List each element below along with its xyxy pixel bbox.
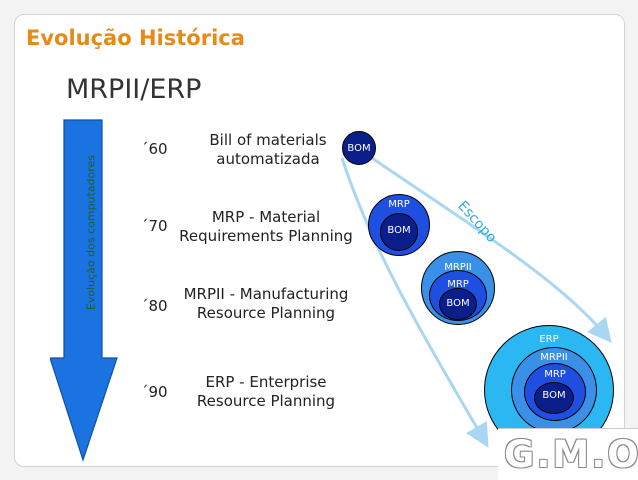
bom-circle-2	[380, 213, 418, 251]
era-80: ´80	[141, 297, 168, 315]
bom-circle-4	[534, 382, 574, 414]
erp-label-4: ERP	[539, 334, 559, 345]
mrpii-label-3: MRPII	[444, 262, 472, 273]
timeline-desc-60-line1: Bill of materials	[209, 131, 327, 149]
timeline-desc-80: MRPII - Manufacturing Resource Planning	[170, 285, 362, 323]
bom-label-3: BOM	[446, 298, 470, 309]
logo-text: G.M.O.	[504, 433, 638, 476]
timeline-desc-90-line2: Resource Planning	[196, 392, 336, 410]
timeline-desc-70-line2: Requirements Planning	[179, 227, 353, 245]
era-70: ´70	[141, 217, 168, 235]
timeline-desc-70-line1: MRP - Material	[211, 208, 321, 226]
down-arrow-icon	[50, 119, 118, 462]
slide-title: Evolução Histórica	[26, 26, 245, 50]
mrp-label-3: MRP	[447, 279, 469, 290]
scope-curve-right	[371, 156, 612, 343]
bom-label-1: BOM	[347, 143, 371, 154]
mrp-label-2: MRP	[388, 199, 410, 210]
timeline-desc-60: Bill of materials automatizada	[195, 131, 341, 169]
timeline-desc-70: MRP - Material Requirements Planning	[170, 208, 362, 246]
timeline-desc-80-line2: Resource Planning	[196, 304, 336, 322]
timeline-desc-90-line1: ERP - Enterprise	[205, 373, 327, 391]
timeline-desc-90: ERP - Enterprise Resource Planning	[180, 373, 352, 411]
bom-label-4: BOM	[542, 390, 566, 401]
gmo-logo: G.M.O.	[498, 428, 638, 480]
slide-subtitle: MRPII/ERP	[66, 74, 202, 105]
timeline-desc-60-line2: automatizada	[216, 150, 320, 168]
bom-label-2: BOM	[387, 225, 411, 236]
bom-circle-1	[342, 131, 376, 165]
era-60: ´60	[141, 140, 168, 158]
mrp-label-4: MRP	[544, 369, 566, 380]
timeline-desc-80-line1: MRPII - Manufacturing	[183, 285, 349, 303]
era-90: ´90	[141, 383, 168, 401]
bom-circle-3	[439, 288, 477, 320]
mrpii-label-4: MRPII	[540, 352, 568, 363]
scope-curve-left	[340, 157, 489, 448]
